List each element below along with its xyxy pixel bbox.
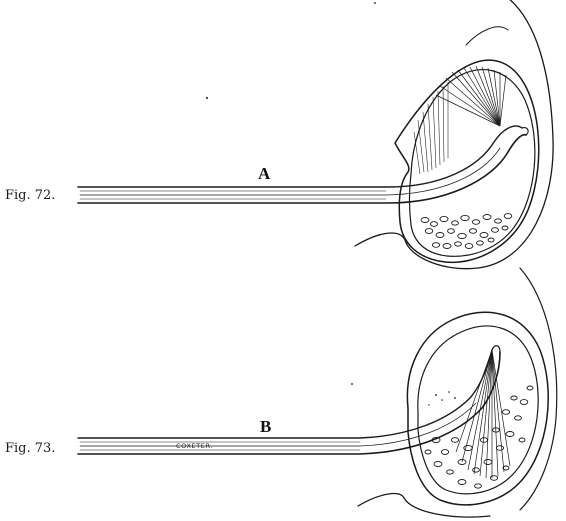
fig72-bristle-fan bbox=[436, 66, 506, 126]
print-specks bbox=[206, 2, 376, 99]
fig73-caption: Fig. 73. bbox=[5, 441, 55, 456]
fig73-maker-mark: COXETER. bbox=[176, 442, 213, 450]
fig72-catheter-lower-edge bbox=[78, 135, 526, 203]
fig72-catheter-upper-edge bbox=[78, 126, 522, 187]
fig72-upper-outline bbox=[466, 27, 508, 45]
fig72-cavity-outer-wall bbox=[395, 60, 539, 262]
fig73-catheter-shading-1 bbox=[80, 403, 476, 446]
fig73-catheter-tip bbox=[492, 346, 500, 352]
fig73-cavity-inner-wall bbox=[418, 326, 538, 494]
fig73-speckles bbox=[351, 383, 456, 406]
fig73-catheter-lower-edge bbox=[78, 352, 500, 454]
fig72-catheter-shading-1 bbox=[80, 148, 500, 195]
fig73-catheter-upper-edge bbox=[78, 350, 492, 438]
fig72-letter: A bbox=[258, 164, 271, 183]
figure-72: Fig. 72. A bbox=[5, 0, 553, 269]
fig73-cavity-outer-wall bbox=[407, 312, 548, 505]
figure-73: Fig. 73. B COXETER. bbox=[5, 268, 557, 517]
fig73-letter: B bbox=[260, 417, 271, 436]
fig72-caption: Fig. 72. bbox=[5, 188, 55, 203]
